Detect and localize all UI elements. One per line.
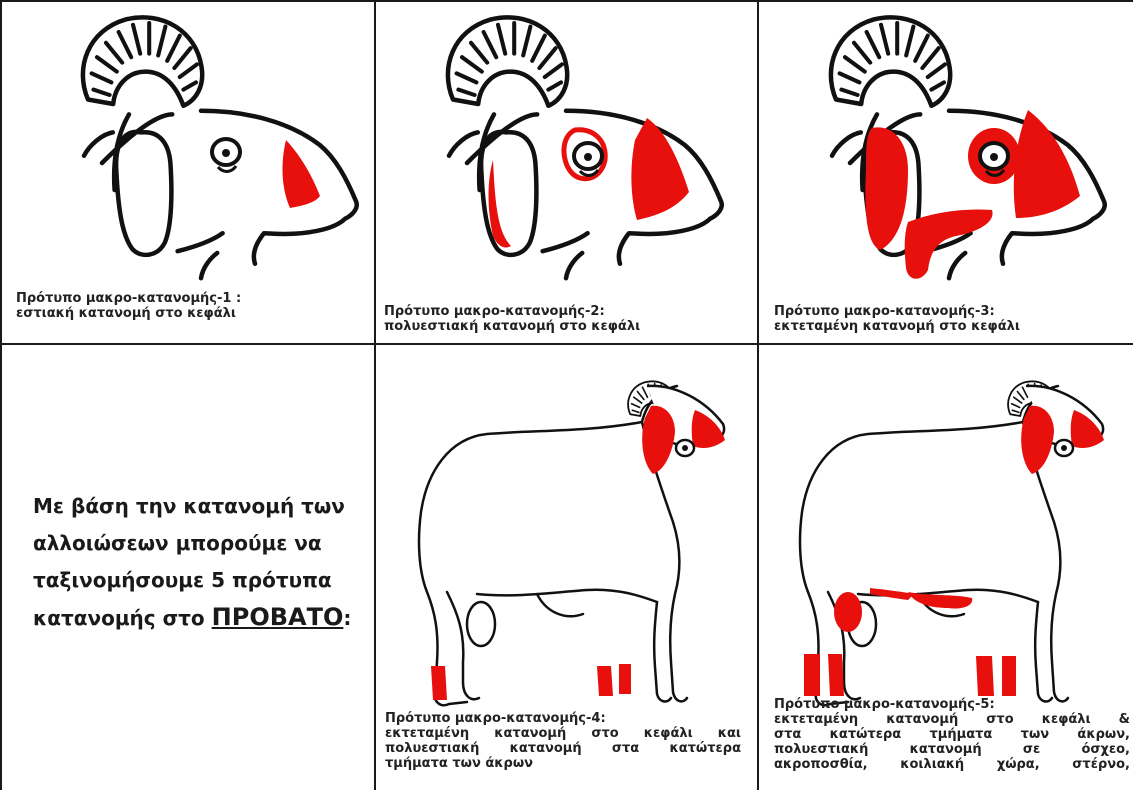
caption-pattern-2: Πρότυπο μακρο-κατανομής-2: πολυεστιακή κ…: [384, 304, 640, 334]
panel-pattern-3: Πρότυπο μακρο-κατανομής-3: εκτεταμένη κα…: [758, 0, 1133, 344]
lesion-area: [619, 664, 631, 694]
lesion-area: [283, 140, 320, 208]
panel-pattern-1: Πρότυπο μακρο-κατανομής-1 : εστιακή κατα…: [0, 0, 375, 344]
panel-pattern-5: Πρότυπο μακρο-κατανομής-5: εκτεταμένη κα…: [758, 344, 1133, 790]
lesion-area: [1021, 406, 1054, 474]
lesion-area: [908, 592, 972, 609]
caption-pattern-5: Πρότυπο μακρο-κατανομής-5: εκτεταμένη κα…: [774, 697, 1130, 772]
grid-divider-col2: [757, 0, 759, 790]
caption-pattern-1: Πρότυπο μακρο-κατανομής-1 : εστιακή κατα…: [16, 291, 241, 321]
panel-pattern-4: Πρότυπο μακρο-κατανομής-4: εκτεταμένη κα…: [375, 344, 758, 790]
sheep-head-illustration-3: [758, 0, 1133, 344]
lesion-area: [828, 654, 844, 696]
lesion-area: [865, 127, 908, 250]
caption-pattern-3: Πρότυπο μακρο-κατανομής-3: εκτεταμένη κα…: [774, 304, 1020, 334]
caption-pattern-4: Πρότυπο μακρο-κατανομής-4: εκτεταμένη κα…: [385, 711, 741, 771]
panel-pattern-2: Πρότυπο μακρο-κατανομής-2: πολυεστιακή κ…: [375, 0, 758, 344]
grid-divider-col1: [374, 0, 376, 790]
lesion-area: [834, 592, 862, 632]
sheep-emphasis: ΠΡΟΒΑΤΟ: [212, 603, 344, 631]
intro-text: Με βάση την κατανομή των αλλοιώσεων μπορ…: [33, 488, 363, 637]
lesion-area: [631, 118, 689, 220]
grid-border-left: [0, 0, 2, 790]
lesion-area: [976, 656, 994, 696]
lesion-area: [1014, 110, 1080, 218]
grid-border-top: [0, 0, 1133, 2]
grid-divider-middle: [0, 343, 1133, 345]
sheep-head-illustration-2: [375, 0, 758, 344]
lesion-area: [431, 666, 447, 700]
lesion-area: [1002, 656, 1016, 696]
lesion-area: [597, 666, 613, 696]
lesion-area: [870, 588, 914, 600]
lesion-area: [804, 654, 820, 696]
lesion-area: [642, 406, 675, 474]
